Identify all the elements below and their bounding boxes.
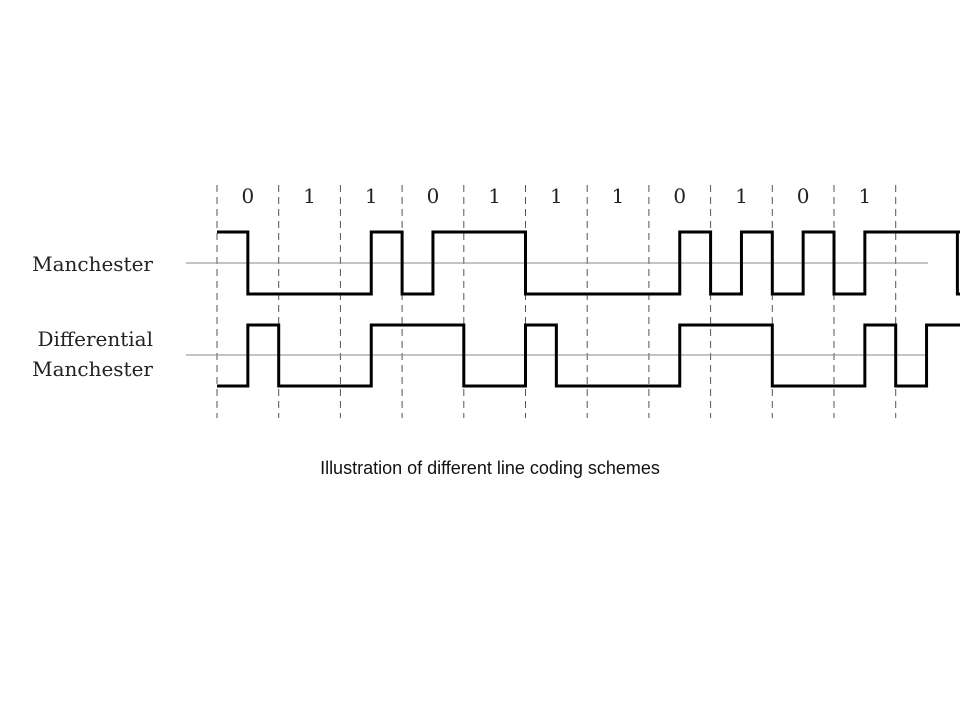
bit-label: 1 bbox=[612, 184, 625, 208]
bit-labels: 0 1 1 0 1 1 1 0 1 0 1 bbox=[241, 184, 871, 208]
bit-label: 0 bbox=[427, 184, 440, 208]
manchester-waveform bbox=[217, 230, 960, 296]
bit-label: 1 bbox=[303, 184, 316, 208]
differential-manchester-label: Differential bbox=[37, 327, 153, 351]
bit-label: 0 bbox=[241, 184, 254, 208]
manchester-label: Manchester bbox=[32, 252, 153, 276]
bit-label: 1 bbox=[858, 184, 871, 208]
waveforms bbox=[217, 230, 960, 388]
differential-manchester-label: Manchester bbox=[32, 357, 153, 381]
figure-caption: Illustration of different line coding sc… bbox=[320, 458, 660, 478]
bit-label: 0 bbox=[797, 184, 810, 208]
differential-manchester-waveform bbox=[217, 323, 960, 388]
bit-label: 0 bbox=[673, 184, 686, 208]
bit-label: 1 bbox=[550, 184, 563, 208]
bit-label: 1 bbox=[365, 184, 378, 208]
bit-label: 1 bbox=[735, 184, 748, 208]
bit-label: 1 bbox=[488, 184, 501, 208]
